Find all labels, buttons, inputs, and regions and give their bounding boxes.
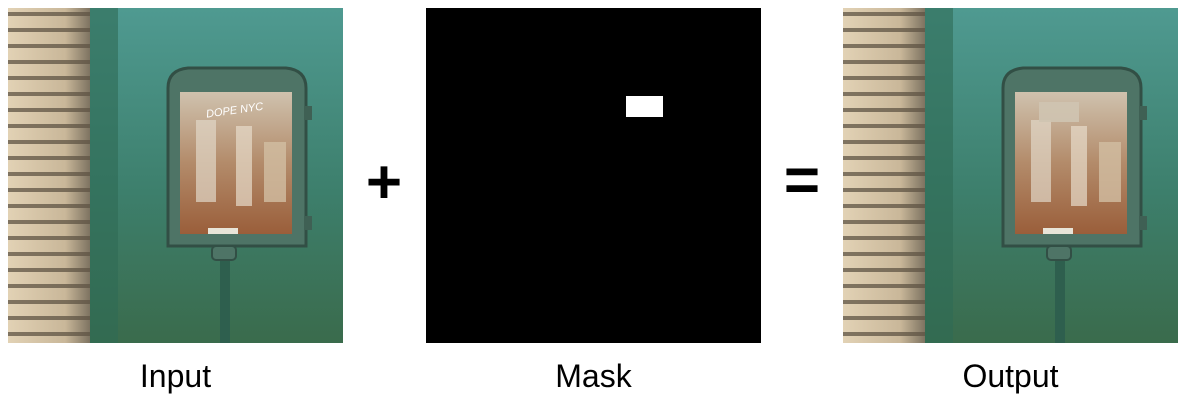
plus-sign-icon: +: [354, 152, 414, 214]
input-photo-svg: DOPE NYC: [8, 8, 343, 343]
output-photo-svg: [843, 8, 1178, 343]
equals-sign-icon: =: [772, 150, 832, 212]
mask-image: [426, 8, 761, 343]
output-caption: Output: [843, 356, 1178, 396]
mask-hole: [626, 96, 663, 117]
mask-caption: Mask: [426, 356, 761, 396]
input-caption: Input: [8, 356, 343, 396]
output-image: [843, 8, 1178, 343]
input-image: DOPE NYC: [8, 8, 343, 343]
